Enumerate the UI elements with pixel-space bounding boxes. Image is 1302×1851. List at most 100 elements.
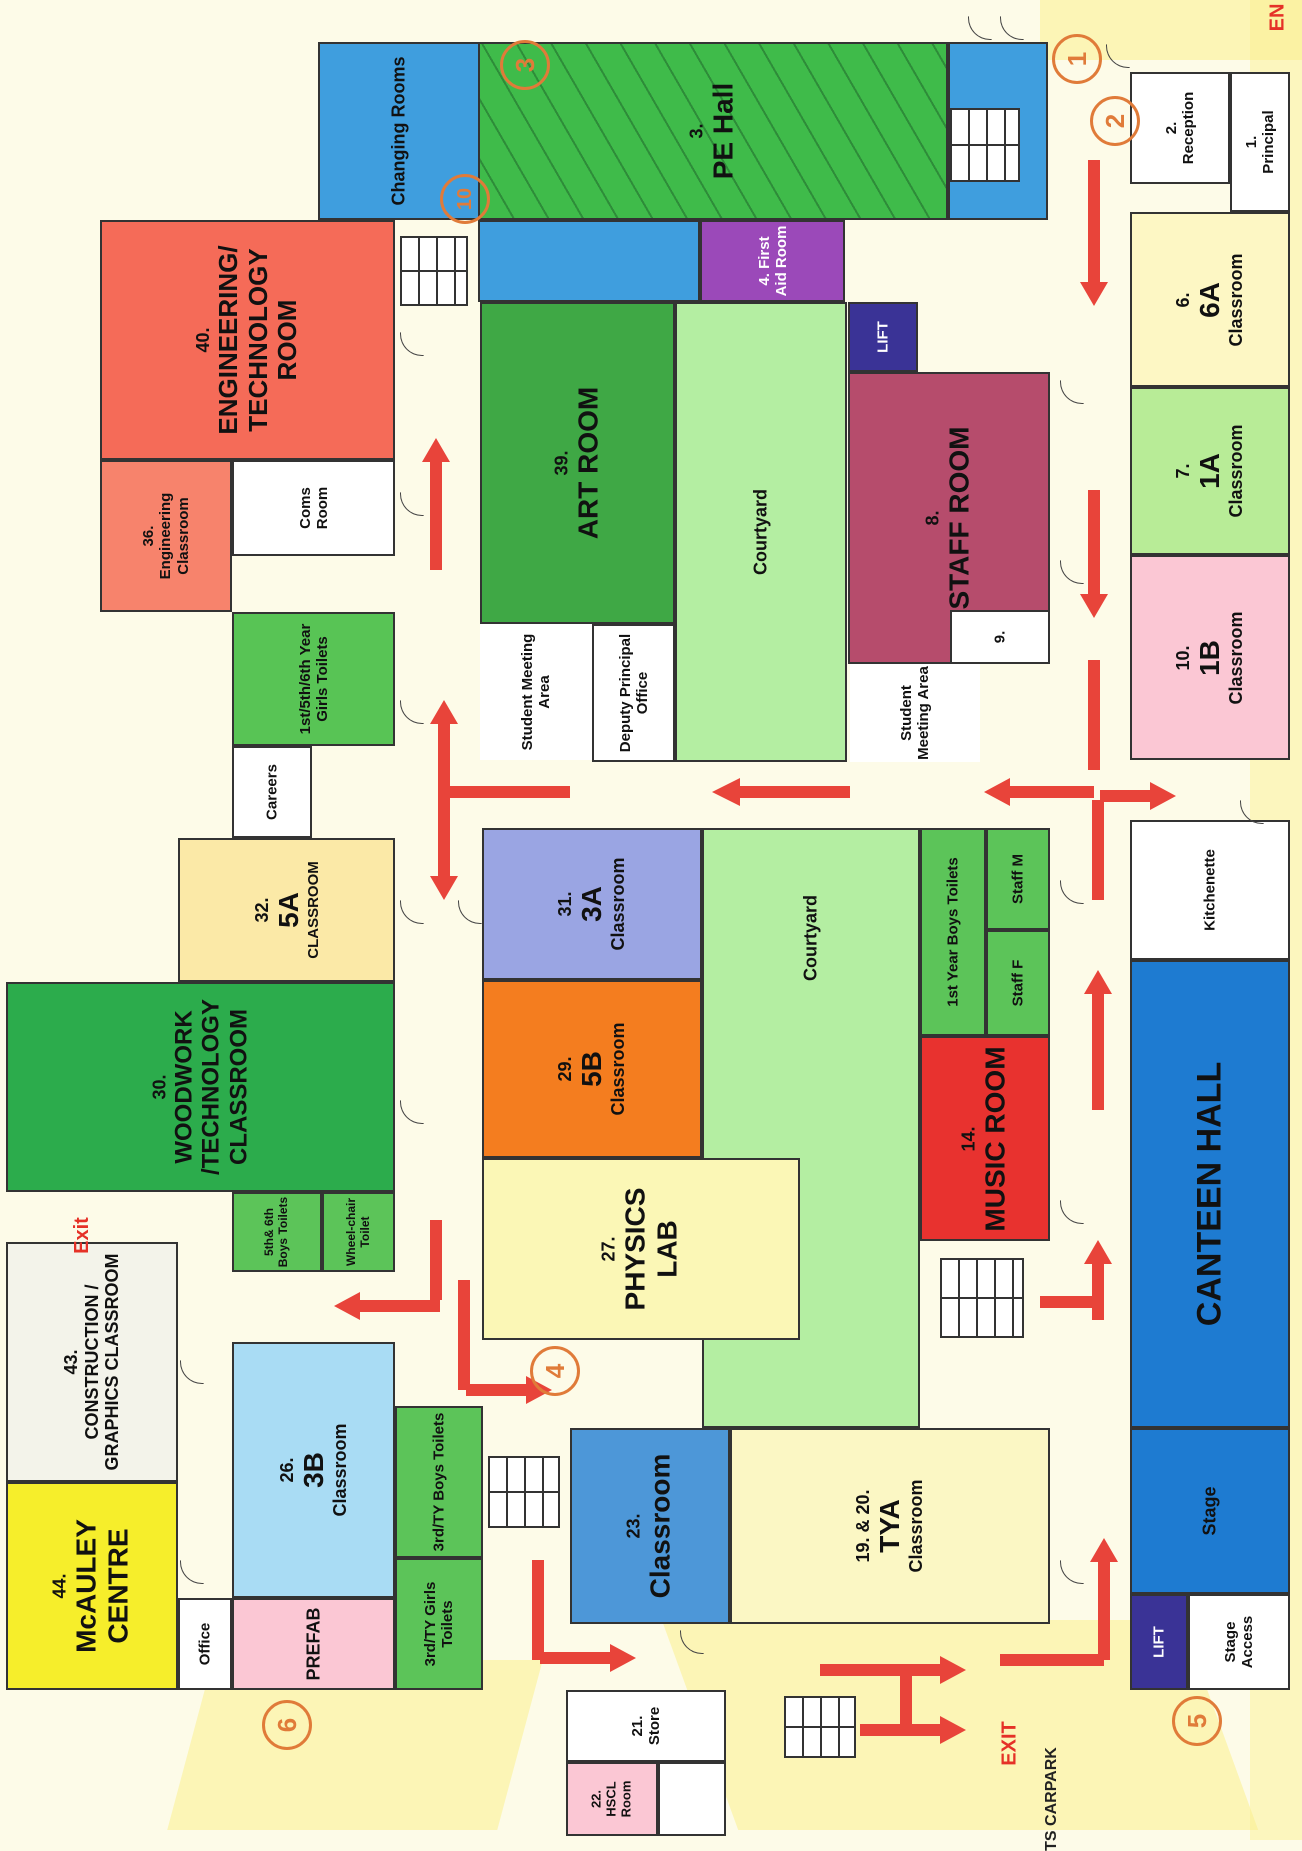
careers: Careers	[232, 746, 312, 838]
arrow-curve-left-h	[1010, 786, 1094, 798]
construction-name: CONSTRUCTION / GRAPHICS CLASSROOM	[81, 1253, 123, 1471]
arrow-music-up-head	[1084, 1240, 1112, 1264]
c1b-sub: Classroom	[1226, 610, 1247, 705]
engineering-classroom: 36. Engineering Classroom	[100, 460, 232, 612]
music-room: 14. MUSIC ROOM	[920, 1036, 1050, 1241]
hscl-name: HSCL Room	[603, 1780, 634, 1818]
eng-tech-number: 40.	[192, 327, 213, 353]
door-5	[400, 492, 424, 516]
arrow-corridor-left-head	[712, 778, 740, 806]
arrow-physics-down	[458, 1280, 470, 1390]
arrow-stage-up	[1098, 1560, 1110, 1660]
door-1	[968, 16, 992, 40]
stage-label: Stage	[1199, 1486, 1220, 1536]
c6a-sub: Classroom	[1226, 252, 1247, 347]
arrow-stage-up-head	[1090, 1538, 1118, 1562]
pe-hall: 3. PE Hall	[478, 42, 948, 220]
c5b-sub: Classroom	[608, 1022, 629, 1116]
marker-1: 1	[1052, 34, 1102, 84]
student-meet-1-label: Student Meeting Area	[518, 633, 553, 751]
student-meeting-area-1: Student Meeting Area	[480, 624, 592, 760]
store-name: Store	[646, 1706, 663, 1746]
stage-access: Stage Access	[1188, 1594, 1290, 1690]
c6a-name: 6A	[1193, 281, 1225, 318]
arrow-curve-left-head	[984, 778, 1010, 806]
canteen-hall: CANTEEN HALL	[1130, 960, 1290, 1428]
door-7	[400, 900, 424, 924]
stage-access-label: Stage Access	[1221, 1615, 1256, 1669]
kitchenette-label: Kitchenette	[1201, 849, 1219, 931]
first-aid-room: 4. First Aid Room	[700, 220, 845, 302]
marker-6: 6	[262, 1700, 312, 1750]
woodwork-technology-classroom: 30. WOODWORK /TECHNOLOGY CLASSROOM	[6, 982, 395, 1192]
arrow-physics-head	[526, 1376, 552, 1404]
art-number: 39.	[551, 450, 572, 476]
arrow-stairs-head	[610, 1644, 636, 1672]
stairs-left	[488, 1456, 560, 1528]
boys-56-label: 5th& 6th Boys Toilets	[262, 1196, 290, 1268]
tya-sub: Classroom	[906, 1479, 927, 1573]
arrow-canteen-curve-h	[1100, 790, 1150, 802]
door-15	[180, 1360, 204, 1384]
c1b-name: 1B	[1193, 639, 1225, 676]
arrow-exit-down	[900, 1670, 912, 1730]
c5b-number: 29.	[555, 1056, 576, 1082]
door-12	[1060, 880, 1084, 904]
principal-number: 1.	[1242, 135, 1260, 149]
music-name: MUSIC ROOM	[979, 1045, 1011, 1232]
arrow-music-h	[1040, 1296, 1096, 1308]
arrow-physics-h	[466, 1384, 526, 1396]
c3b-name: 3B	[297, 1452, 329, 1488]
wheelchair-toilet: Wheel-chair Toilet	[322, 1192, 395, 1272]
classroom-5b: 29. 5B Classroom	[482, 980, 702, 1158]
courtyard-top-label: Courtyard	[750, 488, 771, 576]
girls-toilets-name: 1st/5th/6th Year Girls Toilets	[296, 623, 331, 735]
engineering-technology-room: 40. ENGINEERING/ TECHNOLOGY ROOM	[100, 220, 395, 460]
hscl-annex	[658, 1762, 726, 1836]
classroom-5a: 32. 5A CLASSROOM	[178, 838, 395, 982]
reception: 2. Reception	[1130, 72, 1230, 184]
eng-class-name: Engineering Classroom	[157, 492, 192, 580]
boys-3rd-label: 3rd/TY Boys Toilets	[430, 1412, 448, 1552]
door-17	[1060, 1560, 1084, 1584]
arrow-stairs-down	[532, 1560, 544, 1660]
arrow-exit-h2	[860, 1724, 940, 1736]
physics-lab: 27. PHYSICS LAB	[482, 1158, 800, 1340]
girls-3rd-label: 3rd/TY Girls Toilets	[421, 1581, 456, 1667]
girls-toilets-156: 1st/5th/6th Year Girls Toilets	[232, 612, 395, 746]
door-18	[680, 1630, 704, 1654]
arrow-exit-h2-head	[940, 1716, 966, 1744]
lift-top-label: LIFT	[874, 321, 892, 353]
classroom-3b: 26. 3B Classroom	[232, 1342, 395, 1598]
wheelchair-label: Wheel-chair Toilet	[343, 1198, 372, 1267]
store: 21. Store	[566, 1690, 726, 1762]
arrow-entrance-down	[1088, 160, 1100, 290]
arrow-entrance-down-head	[1080, 282, 1108, 306]
door-4	[400, 332, 424, 356]
arrow-art-up	[430, 460, 442, 570]
lift-bottom-label: LIFT	[1150, 1626, 1168, 1658]
deputy-label: Deputy Principal Office	[616, 633, 651, 753]
arrow-canteen-curve-head	[1150, 782, 1176, 810]
canteen-label: CANTEEN HALL	[1190, 1061, 1229, 1327]
student-meet-2-label: Student Meeting Area	[897, 666, 932, 760]
coms-name: Coms Room	[296, 486, 331, 530]
marker-10: 10	[440, 174, 490, 224]
staff-m-toilet: Staff M	[986, 828, 1050, 930]
first-aid-number: 4. First	[755, 236, 773, 286]
c1a-sub: Classroom	[1226, 424, 1247, 518]
door-9	[1060, 380, 1084, 404]
carpark-label: TS CARPARK	[1042, 1747, 1060, 1851]
tya-number: 19. & 20.	[853, 1489, 874, 1563]
door-3	[1106, 44, 1130, 68]
c3a-name: 3A	[575, 886, 607, 922]
stage: Stage	[1130, 1428, 1290, 1594]
c5a-sub: CLASSROOM	[304, 861, 322, 959]
classroom-1b: 10. 1B Classroom	[1130, 555, 1290, 760]
door-10	[1060, 560, 1084, 584]
store-number: 21.	[628, 1715, 646, 1737]
staff-f-toilet: Staff F	[986, 930, 1050, 1036]
exit-left-label: Exit	[70, 1217, 93, 1254]
office-label: Office	[196, 1622, 214, 1666]
arrow-woodwork-head	[334, 1292, 360, 1320]
